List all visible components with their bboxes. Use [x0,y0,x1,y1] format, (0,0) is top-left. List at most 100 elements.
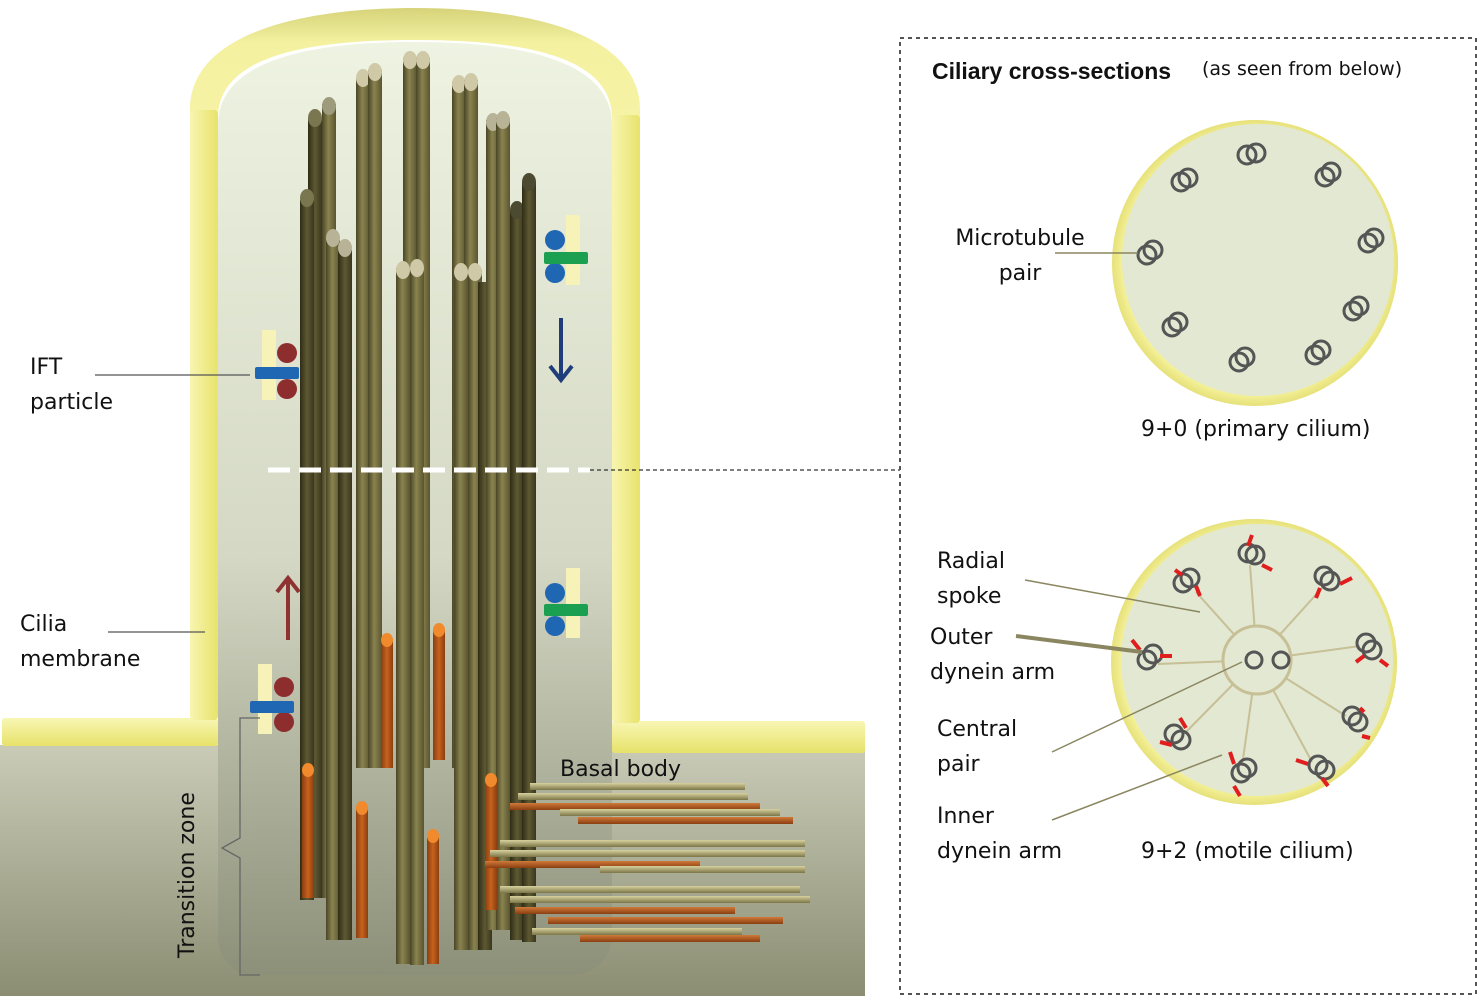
microtubule-label-line2: pair [998,261,1042,286]
radial-spoke-label-line2: spoke [937,584,1002,609]
microtubule-tip [300,189,314,207]
fiber-tip [381,633,393,647]
radial-spoke-label-line1: Radial [937,549,1005,574]
basal-tube [500,840,805,847]
ift-raft [258,664,272,734]
basal-tube [510,896,810,903]
central-sheath [1221,624,1293,696]
transition-fiber [381,640,393,768]
ift-complex [545,230,565,250]
basal-tube [580,935,760,942]
radial-spoke-label: Radial spoke [937,544,1005,614]
microtubule [396,268,410,964]
microtubule-tip [338,239,352,257]
anterograde-arrow [275,574,301,640]
microtubule-tip [510,201,524,219]
motile-cross-section [1015,519,1397,821]
basal-tube [490,850,805,857]
microtubule-tip [322,97,336,115]
transition-zone-label: Transition zone [175,792,200,958]
microtubule-label: Microtubule pair [947,221,1093,291]
microtubule-tip [356,69,370,87]
cell-membrane-right [612,721,865,753]
transition-fiber [485,780,497,910]
fiber-tip [433,623,445,637]
transition-zone-bracket [220,717,260,976]
cell-membrane-left [2,718,218,746]
ift-motor [544,252,588,264]
membrane-label: Cilia membrane [20,607,140,677]
microtubule-doublets [1136,542,1383,784]
ift-raft [566,215,580,285]
primary-cross-section [1055,120,1398,406]
membrane-label-line1: Cilia [20,612,68,637]
transition-fiber [433,630,445,760]
basal-tube [532,928,742,935]
outer-dynein-label: Outer dynein arm [930,620,1055,690]
microtubule-tip [326,229,340,247]
ift-particle-upper-left [255,330,299,400]
basal-tube [515,907,735,914]
fiber-tip [427,829,439,843]
microtubule-tip [522,173,536,191]
ift-particle-upper-right [544,215,588,285]
basal-tube [530,783,745,790]
transition-fiber [302,770,314,898]
inner-dynein-label-line1: Inner [937,804,994,829]
membrane-label-line2: membrane [20,647,141,672]
microtubule-tip [454,263,468,281]
central-pair-leader [1051,661,1243,753]
microtubule-label-line1: Microtubule [955,226,1085,251]
outer-dynein-label-line2: dynein arm [930,660,1056,685]
microtubule [326,240,340,940]
dynein-arms [1130,534,1390,798]
microtubule [356,78,370,768]
microtubule-tip [410,259,424,277]
panel-subtitle: (as seen from below) [1202,58,1403,80]
central-pair-label-line2: pair [937,752,980,777]
ift-complex [277,343,297,363]
microtubule [410,265,424,965]
ift-complex [274,712,294,732]
basal-tube [578,817,793,824]
ift-label-line1: IFT [30,355,63,380]
cross-section-interior [1122,124,1394,396]
retrograde-arrow [548,318,574,384]
ift-motor [255,367,299,379]
ift-complex [274,677,294,697]
membrane-wall-right [612,115,640,723]
microtubule-tip [368,63,382,81]
outer-dynein-leader [1015,634,1143,654]
inner-dynein-label: Inner dynein arm [937,799,1062,869]
central-pair-label: Central pair [937,712,1017,782]
transition-fiber [427,836,439,964]
ift-complex [545,583,565,603]
transition-fibers [302,623,497,964]
microtubule [454,270,468,950]
basal-tube [485,861,700,868]
microtubule-tip [416,51,430,69]
fiber-tip [356,801,368,815]
basal-tube [560,809,780,816]
microtubule-tip [403,51,417,69]
fiber-tip [485,773,497,787]
microtubule [368,70,382,768]
microtubule [300,200,314,900]
basal-tube [500,886,800,893]
outer-dynein-label-line1: Outer [930,625,993,650]
central-pair-label-line1: Central [937,717,1018,742]
cross-section-panel [899,37,1477,995]
basal-body-label: Basal body [560,757,682,782]
ift-complex [545,616,565,636]
microtubule-tip [452,75,466,93]
ift-motor [250,701,294,713]
inner-dynein-leader [1051,754,1223,821]
panel-title: Ciliary cross-sections [932,58,1172,84]
ift-particle-lower-right [544,568,588,638]
microtubule [510,210,524,940]
microtubule-doublets [1136,142,1385,373]
ift-raft [566,568,580,638]
motile-caption: 9+2 (motile cilium) [1141,839,1354,864]
